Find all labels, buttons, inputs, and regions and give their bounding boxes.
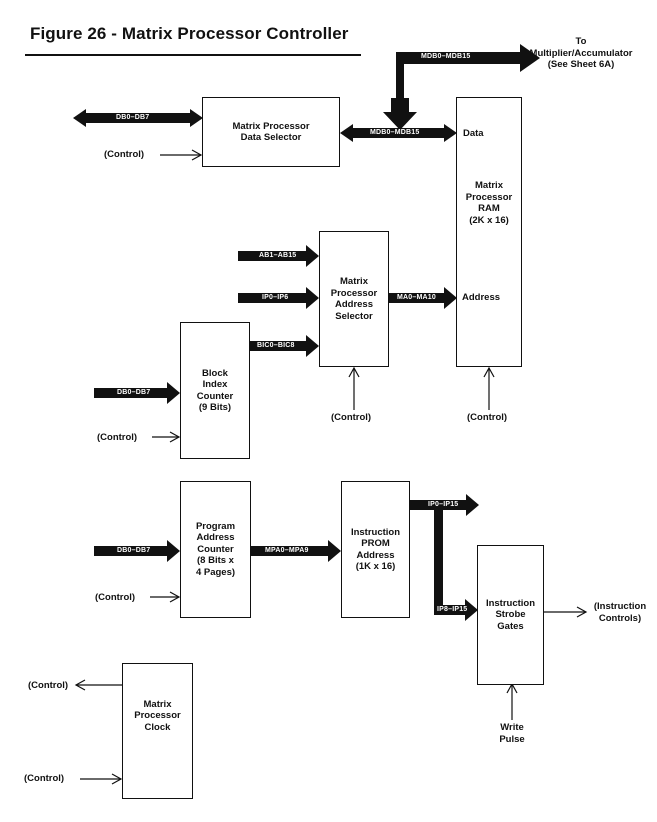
label-control-program: (Control) [95, 592, 136, 603]
block-prom: Instruction PROM Address (1K x 16) [341, 481, 410, 618]
block-index-counter: Block Index Counter (9 Bits) [180, 322, 250, 459]
label-instruction-controls: (Instruction Controls) [588, 601, 652, 624]
bus-db-block [94, 382, 180, 404]
bus-label-mpa: MPA0–MPA9 [265, 547, 309, 554]
label-instruction-controls-line: (Instruction [593, 601, 647, 612]
block-program-counter-line: (8 Bits x [197, 555, 234, 567]
block-prom-line: Address [356, 549, 395, 561]
bus-mdb-mid [340, 124, 457, 142]
block-strobe-gates-line: Instruction [485, 597, 536, 609]
bus-ma [389, 287, 457, 309]
block-ram-line: Matrix [475, 180, 503, 191]
ram-data-port: Data [463, 128, 484, 139]
block-clock-line: Clock [144, 721, 171, 733]
label-control-ram: (Control) [467, 412, 508, 423]
block-index-counter-line: Block [202, 367, 228, 379]
bus-ab [238, 245, 319, 267]
block-index-counter-line: (9 Bits) [198, 402, 232, 413]
label-control-block: (Control) [97, 432, 138, 443]
bus-ip-strobe [434, 599, 478, 621]
block-clock-line: Processor [134, 710, 181, 722]
label-to-multiplier-line: (See Sheet 6A) [547, 59, 615, 70]
block-address-selector-line: Selector [335, 310, 373, 322]
bus-mdb-down [383, 98, 417, 130]
label-write-pulse: Write Pulse [487, 722, 537, 745]
bus-ip-top [410, 494, 479, 516]
ram-address-port: Address [462, 292, 501, 303]
bus-mdb-top [396, 44, 540, 98]
label-control-clock-out: (Control) [28, 680, 69, 691]
bus-label-ma: MA0–MA10 [397, 294, 436, 301]
block-data-selector-line: Data Selector [240, 132, 302, 143]
title-underline [25, 54, 361, 56]
page-title: Figure 26 - Matrix Processor Controller [30, 24, 349, 43]
bus-bic [250, 335, 319, 357]
block-strobe-gates: Instruction Strobe Gates [477, 545, 544, 685]
block-ram: Matrix Processor RAM (2K x 16) [456, 97, 522, 367]
bus-label-ip-strobe: IP8–IP15 [437, 606, 468, 613]
bus-label-bic: BIC0–BIC8 [257, 342, 295, 349]
bus-label-ab: AB1–AB15 [259, 252, 297, 259]
bus-mpa [251, 540, 341, 562]
block-address-selector-line: Processor [330, 287, 378, 299]
bus-label-ip-addr: IP0–IP6 [262, 294, 289, 301]
block-strobe-gates-line: Strobe [495, 609, 526, 621]
block-data-selector-line: Matrix Processor [232, 120, 310, 132]
block-program-counter-line: 4 Pages) [195, 566, 236, 578]
block-ram-line: (2K x 16) [469, 214, 509, 226]
block-program-counter-line: Program [195, 520, 236, 532]
block-strobe-gates-line: Gates [497, 620, 524, 632]
bus-label-db-selector: DB0–DB7 [116, 114, 150, 121]
block-address-selector: Matrix Processor Address Selector [319, 231, 389, 367]
block-clock-line: Matrix [143, 698, 172, 710]
bus-ip-vertical [434, 510, 443, 608]
label-to-multiplier-line: Multiplier/Accumulator [529, 47, 633, 59]
bus-label-db-block: DB0–DB7 [117, 389, 151, 396]
bus-label-ip-top: IP0–IP15 [428, 501, 459, 508]
block-prom-line: PROM [361, 538, 390, 549]
bus-db-program [94, 540, 180, 562]
label-control-selector: (Control) [104, 149, 145, 160]
label-to-multiplier-line: To [575, 36, 587, 47]
block-program-counter: Program Address Counter (8 Bits x 4 Page… [180, 481, 251, 618]
bus-label-mdb-top: MDB0–MDB15 [421, 53, 471, 60]
block-ram-line: Processor [465, 191, 513, 203]
block-prom-line: (1K x 16) [355, 561, 396, 572]
block-program-counter-line: Address [196, 532, 235, 544]
block-data-selector: Matrix Processor Data Selector [202, 97, 340, 167]
label-write-pulse-line: Pulse [499, 733, 525, 745]
block-index-counter-line: Index [202, 379, 228, 390]
bus-label-db-program: DB0–DB7 [117, 547, 151, 554]
block-program-counter-line: Counter [197, 543, 234, 555]
label-instruction-controls-line: Controls) [598, 612, 642, 624]
label-write-pulse-line: Write [500, 722, 524, 733]
block-ram-line: RAM [478, 203, 500, 214]
block-index-counter-line: Counter [196, 390, 234, 402]
block-prom-line: Instruction [350, 526, 401, 538]
bus-ip-addr [238, 287, 319, 309]
block-address-selector-line: Matrix [340, 276, 368, 287]
block-address-selector-line: Address [334, 299, 373, 310]
bus-label-mdb-mid: MDB0–MDB15 [370, 129, 420, 136]
label-control-clock-in: (Control) [24, 773, 65, 784]
label-to-multiplier: To Multiplier/Accumulator (See Sheet 6A) [515, 36, 647, 71]
label-control-addr-sel: (Control) [331, 412, 372, 423]
bus-db-selector [73, 109, 203, 127]
block-clock: Matrix Processor Clock [122, 663, 193, 799]
